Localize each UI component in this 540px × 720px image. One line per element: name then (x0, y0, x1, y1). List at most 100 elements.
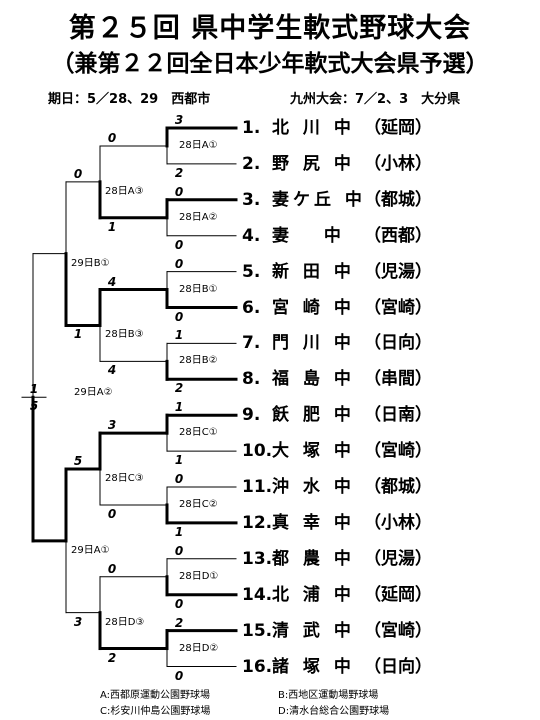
game-label: 28日C① (179, 427, 218, 439)
score-bottom: 4 (107, 363, 117, 378)
score-bottom: 2 (174, 381, 184, 396)
team-number: 14. (242, 584, 273, 605)
dates-venue: 期日：5／28、29 西都市 (48, 92, 211, 107)
team-name: 真 幸 中 (272, 512, 355, 533)
game-label: 28日D① (179, 570, 219, 582)
team-row: 16.諸 塚 中 （日向） (242, 655, 432, 679)
score-top: 1 (174, 328, 184, 343)
team-name: 福 島 中 (272, 369, 355, 390)
team-row: 12.真 幸 中 （小林） (242, 511, 432, 535)
game-label: 28日B② (179, 355, 218, 367)
score-top: 0 (174, 184, 184, 199)
team-city: （延岡） (364, 118, 432, 138)
score-top: 3 (107, 418, 117, 433)
score-bottom: 1 (107, 219, 117, 234)
legend-b: B:西地区運動場野球場 (278, 690, 379, 701)
game-label: 29日A① (71, 544, 110, 556)
team-name: 宮 崎 中 (272, 297, 355, 318)
team-number: 3. (242, 189, 261, 210)
team-row: 8. 福 島 中 （串間） (242, 367, 432, 391)
game-label: 28日A② (179, 211, 218, 223)
game-label: 28日B① (179, 283, 218, 295)
team-row: 10.大 塚 中 （宮崎） (242, 439, 432, 463)
score-bottom: 3 (73, 614, 83, 629)
team-name: 妻ケ丘 中 (272, 189, 366, 210)
final-score-top: 1 (29, 382, 39, 397)
team-city: （日南） (364, 405, 432, 426)
team-name: 野 尻 中 (272, 153, 355, 174)
legend-d: D:清水台総合公園野球場 (278, 706, 390, 717)
score-top: 0 (174, 543, 184, 558)
team-name: 清 武 中 (272, 620, 355, 641)
team-name: 大 塚 中 (272, 441, 355, 462)
team-number: 16. (242, 656, 273, 677)
game-label: 28日C② (179, 498, 218, 510)
team-number: 4. (242, 225, 261, 246)
legend-a: A:西都原運動公園野球場 (100, 690, 211, 701)
score-bottom: 1 (174, 453, 184, 468)
team-city: （日向） (364, 656, 432, 677)
score-top: 5 (73, 454, 83, 469)
team-city: （都城） (364, 477, 432, 497)
game-label: 28日A③ (105, 185, 144, 197)
team-city: （日向） (364, 333, 432, 354)
score-top: 0 (107, 561, 117, 576)
score-bottom: 2 (174, 165, 184, 180)
team-city: （宮崎） (364, 620, 432, 641)
team-row: 15.清 武 中 （宮崎） (242, 619, 432, 643)
team-name: 妻 中 (272, 225, 345, 246)
team-number: 15. (242, 620, 273, 641)
score-bottom: 0 (174, 596, 184, 611)
team-number: 10. (242, 441, 273, 462)
team-row: 7.門 川 中（日向） (242, 331, 432, 355)
score-bottom: 1 (174, 524, 184, 539)
score-top: 0 (73, 166, 83, 181)
score-bottom: 0 (174, 237, 184, 252)
team-number: 8. (242, 369, 261, 390)
team-name: 門 川 中 (272, 333, 355, 354)
score-bottom: 0 (107, 506, 117, 521)
tournament-title: 第２５回 県中学生軟式野球大会 (68, 13, 472, 44)
score-bottom: 0 (174, 309, 184, 324)
score-bottom: 1 (73, 327, 83, 342)
team-row: 13.都 農 中（児湯） (242, 547, 432, 571)
score-top: 0 (174, 256, 184, 271)
game-label: 28日D③ (105, 616, 145, 628)
team-number: 5. (242, 261, 261, 282)
team-number: 11. (242, 477, 273, 497)
score-bottom: 0 (174, 668, 184, 683)
team-city: （延岡） (364, 584, 432, 605)
tournament-subtitle: （兼第２２回全日本少年軟式大会県予選） (51, 51, 489, 77)
team-name: 諸 塚 中 (272, 656, 355, 677)
team-number: 6. (242, 297, 261, 318)
team-name: 沖 水 中 (272, 477, 355, 497)
team-row: 6. 宮 崎 中 （宮崎） (242, 296, 432, 320)
score-bottom: 2 (107, 650, 117, 665)
final-game-label: 29日A② (74, 387, 113, 399)
team-city: （西都） (364, 225, 432, 246)
team-number: 9. (242, 405, 261, 426)
score-top: 4 (107, 274, 117, 289)
team-city: （宮崎） (364, 297, 432, 318)
game-label: 29日B① (71, 257, 110, 269)
team-row: 3.妻ケ丘 中（都城） (242, 188, 432, 212)
game-label: 28日D② (179, 642, 219, 654)
score-top: 2 (174, 615, 184, 630)
team-row: 11.沖 水 中 （都城） (242, 475, 432, 499)
team-city: （宮崎） (364, 441, 432, 462)
legend-c: C:杉安川仲島公園野球場 (100, 706, 211, 717)
team-number: 13. (242, 548, 273, 569)
game-label: 28日B③ (105, 329, 144, 341)
team-number: 2. (242, 153, 261, 174)
final-score-bottom: 5 (29, 399, 39, 414)
team-name: 新 田 中 (272, 261, 355, 282)
team-city: （串間） (364, 369, 432, 390)
team-row: 1.北 川 中（延岡） (242, 116, 432, 140)
team-name: 都 農 中 (272, 548, 355, 569)
team-city: （小林） (364, 512, 432, 533)
team-name: 北 川 中 (272, 118, 355, 138)
team-number: 12. (242, 512, 273, 533)
game-label: 28日A① (179, 139, 218, 151)
team-name: 飫 肥 中 (272, 405, 355, 426)
